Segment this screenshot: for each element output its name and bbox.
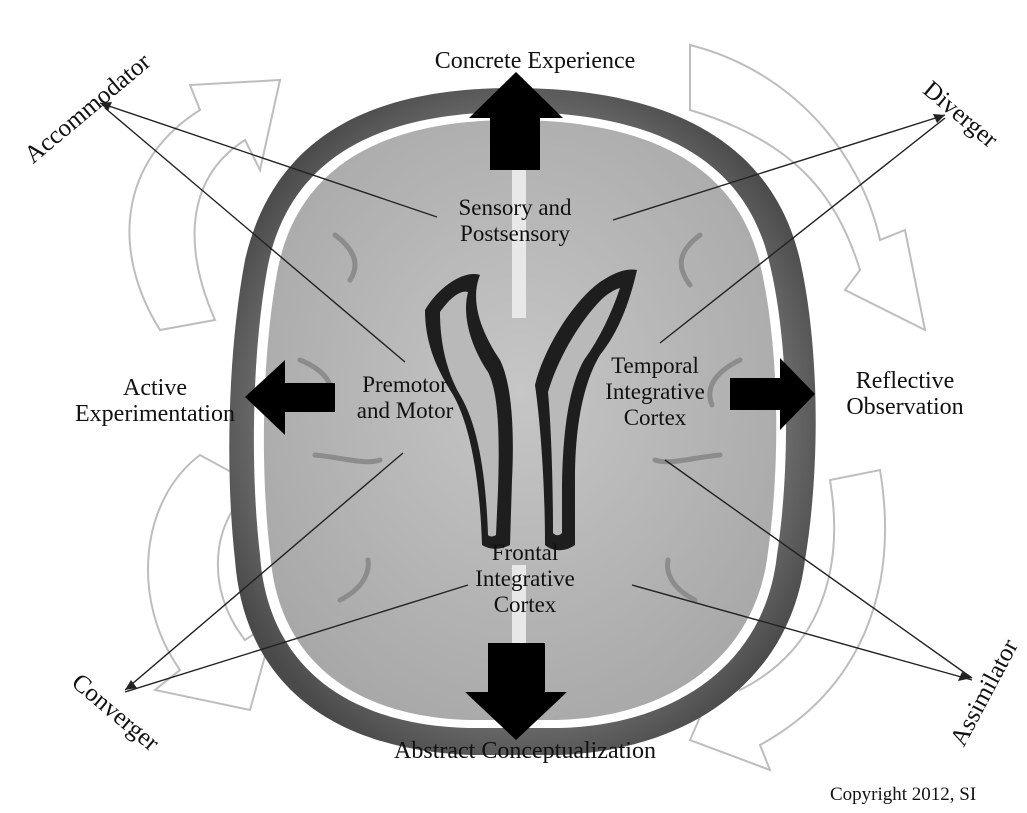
label-sensory-postsensory: Sensory and Postsensory — [458, 195, 572, 246]
copyright-text: Copyright 2012, SI — [830, 784, 977, 805]
label-frontal-integrative-cortex: Frontal Integrative Cortex — [475, 540, 575, 617]
cycle-arrow-bottom-left — [147, 453, 277, 712]
arrow-right-icon — [730, 358, 815, 430]
label-abstract-conceptualization: Abstract Conceptualization — [394, 738, 656, 764]
label-concrete-experience: Concrete Experience — [434, 48, 636, 74]
cycle-arrows — [128, 43, 927, 772]
brain-tissue — [263, 120, 777, 720]
leader-lines — [99, 102, 973, 693]
cycle-arrow-top-left — [128, 78, 282, 332]
arrow-up-icon — [469, 72, 563, 170]
label-reflective-observation: Reflective Observation — [846, 368, 964, 420]
arrow-left-icon — [245, 360, 335, 435]
label-active-experimentation: Active Experimentation — [75, 375, 235, 427]
direction-arrows — [245, 72, 815, 740]
cycle-arrow-bottom-right — [688, 468, 886, 772]
label-premotor-motor: Premotor and Motor — [356, 372, 454, 423]
brain-illustration — [229, 88, 816, 755]
ventricle-inner — [440, 288, 620, 537]
cycle-arrow-top-right — [689, 43, 927, 332]
label-temporal-integrative-cortex: Temporal Integrative Cortex — [605, 353, 705, 430]
leader-arrowheads — [100, 102, 972, 690]
arrow-down-icon — [465, 643, 567, 740]
